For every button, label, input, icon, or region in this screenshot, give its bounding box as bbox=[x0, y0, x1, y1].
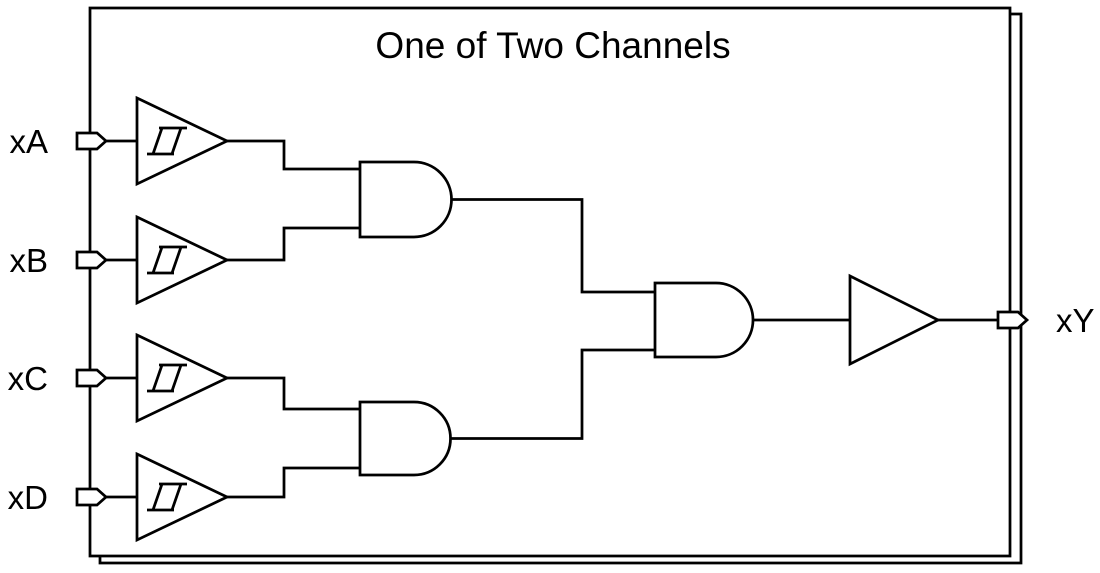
and-gate-bottom bbox=[358, 400, 452, 477]
wire-xc-buffer-to-and2 bbox=[227, 376, 360, 411]
hysteresis-icon bbox=[147, 482, 187, 512]
wire-and2-to-and3 bbox=[450, 348, 655, 440]
wire-xa-buffer-to-and1 bbox=[227, 139, 360, 171]
input-label-xa: xA bbox=[9, 123, 48, 160]
and-gate-final bbox=[653, 281, 755, 359]
schmitt-buffer-xc bbox=[135, 332, 231, 424]
hysteresis-icon bbox=[147, 126, 187, 156]
schmitt-buffer-xb bbox=[135, 214, 231, 306]
input-pin-xb bbox=[75, 250, 109, 270]
output-pin-xy bbox=[996, 310, 1030, 330]
schmitt-buffer-xa bbox=[135, 95, 231, 187]
hysteresis-icon bbox=[147, 245, 187, 275]
input-label-xc: xC bbox=[8, 360, 48, 397]
and-gate-top bbox=[358, 160, 453, 239]
input-pin-xc bbox=[75, 368, 109, 388]
input-label-xd: xD bbox=[8, 479, 48, 516]
output-buffer bbox=[848, 273, 942, 367]
hysteresis-icon bbox=[147, 363, 187, 393]
diagram-title: One of Two Channels bbox=[375, 25, 730, 66]
input-pin-xa bbox=[75, 131, 109, 151]
schmitt-buffer-xd bbox=[135, 451, 231, 543]
wire-xb-buffer-to-and1 bbox=[227, 226, 360, 262]
input-label-xb: xB bbox=[9, 242, 48, 279]
wire-xd-buffer-to-and2 bbox=[227, 466, 360, 499]
main-channel-box bbox=[88, 6, 1012, 558]
input-pin-xd bbox=[75, 487, 109, 507]
wire-and1-to-and3 bbox=[451, 198, 655, 294]
output-label-xy: xY bbox=[1056, 302, 1095, 339]
